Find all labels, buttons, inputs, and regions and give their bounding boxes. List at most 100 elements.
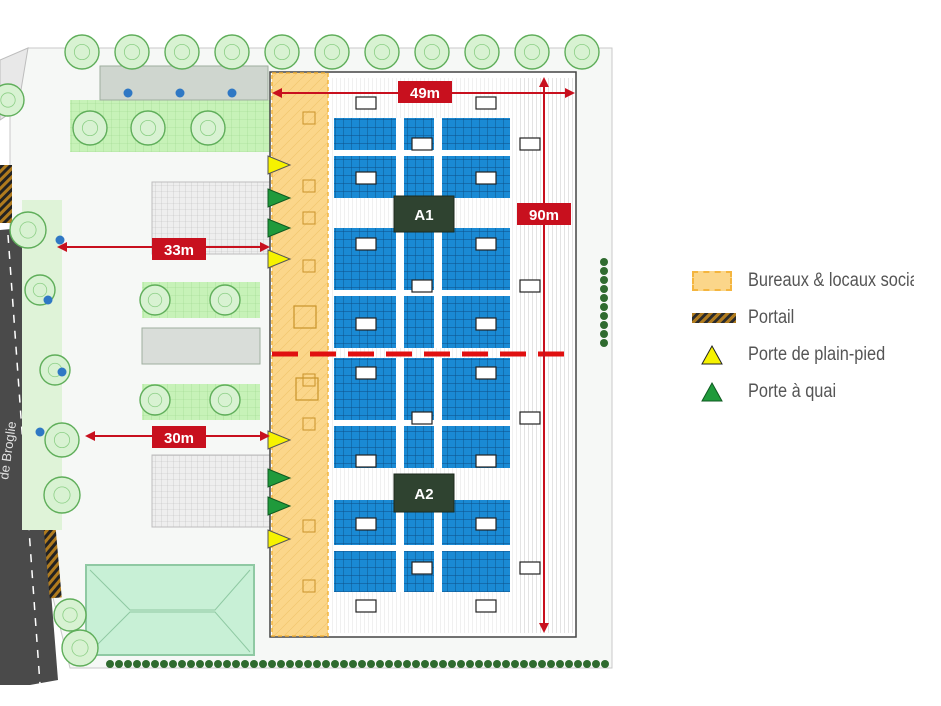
skylight: [355, 237, 377, 251]
tree: [139, 384, 171, 416]
skylight: [411, 411, 433, 425]
cell-label-a1-text: A1: [414, 207, 433, 224]
tree: [53, 598, 87, 632]
hedge: [511, 660, 519, 668]
cell-label-a2-text: A2: [414, 486, 433, 503]
hedge: [457, 660, 465, 668]
hedge: [394, 660, 402, 668]
hedge: [538, 660, 546, 668]
dimension-parking-north: 33m: [57, 238, 270, 260]
tree: [464, 34, 500, 70]
office-room: [295, 377, 319, 401]
parking-south: [151, 454, 271, 528]
office-rooms: [293, 111, 319, 593]
cell-label-a1: A1: [393, 195, 455, 233]
hedge: [600, 276, 608, 284]
hedge: [196, 660, 204, 668]
tree: [364, 34, 400, 70]
legend-label-quai: Porte à quai: [748, 380, 837, 402]
hedge: [331, 660, 339, 668]
shrub: [123, 88, 133, 98]
hedge: [493, 660, 501, 668]
aisle: [334, 150, 510, 156]
aisle: [396, 358, 404, 468]
skylight: [355, 517, 377, 531]
hedge: [160, 660, 168, 668]
hedge: [520, 660, 528, 668]
door-quai: [267, 218, 292, 238]
hedge: [583, 660, 591, 668]
tree: [114, 34, 150, 70]
hedge: [484, 660, 492, 668]
hedge: [268, 660, 276, 668]
office-room: [302, 179, 316, 193]
aisle: [434, 228, 442, 348]
office-room: [302, 259, 316, 273]
hedge: [214, 660, 222, 668]
hedge: [529, 660, 537, 668]
tree: [61, 629, 99, 667]
tree: [139, 284, 171, 316]
hedge: [601, 660, 609, 668]
skylight: [355, 599, 377, 613]
hedge: [600, 303, 608, 311]
office-room: [302, 211, 316, 225]
rack-block: [334, 118, 510, 198]
tree: [164, 34, 200, 70]
tree: [564, 34, 600, 70]
legend-item-plain-pied: Porte de plain-pied: [690, 336, 941, 373]
hedge: [142, 660, 150, 668]
tree: [9, 211, 47, 249]
hedge: [232, 660, 240, 668]
legend: Bureaux & locaux sociaux Portail Porte d…: [690, 262, 941, 410]
legend-item-bureaux: Bureaux & locaux sociaux: [690, 262, 941, 299]
hedge: [124, 660, 132, 668]
yellow-triangle-icon: [690, 344, 736, 366]
hedge: [600, 312, 608, 320]
door-quai: [267, 188, 292, 208]
hedge: [600, 258, 608, 266]
hedge: [277, 660, 285, 668]
gate-south: [42, 511, 62, 599]
tree: [209, 384, 241, 416]
hedge: [187, 660, 195, 668]
hedge: [556, 660, 564, 668]
hedge: [547, 660, 555, 668]
hedge: [349, 660, 357, 668]
hedge: [600, 267, 608, 275]
hedge: [367, 660, 375, 668]
hedge: [151, 660, 159, 668]
green-median-2: [141, 327, 261, 365]
door-plain-pied: [267, 155, 292, 175]
tree: [64, 34, 100, 70]
trees: [0, 34, 609, 668]
hedge: [502, 660, 510, 668]
hedge: [600, 294, 608, 302]
office-room: [302, 417, 316, 431]
hedge: [592, 660, 600, 668]
hedge: [565, 660, 573, 668]
office-room: [302, 579, 316, 593]
shrub: [43, 295, 53, 305]
door-plain-pied: [267, 529, 292, 549]
skylight: [519, 561, 541, 575]
skylight: [519, 279, 541, 293]
skylight: [519, 137, 541, 151]
dimension-width: 49m: [272, 81, 575, 103]
legend-label-portail: Portail: [748, 306, 795, 328]
hedge: [412, 660, 420, 668]
skylight: [475, 317, 497, 331]
hedge: [241, 660, 249, 668]
skylight: [355, 96, 377, 110]
hedge: [600, 339, 608, 347]
hedge: [304, 660, 312, 668]
hedge: [439, 660, 447, 668]
hedge: [340, 660, 348, 668]
hedge: [600, 285, 608, 293]
dimension-length: 90m: [517, 77, 571, 633]
hedge: [421, 660, 429, 668]
hedge: [600, 330, 608, 338]
tree: [214, 34, 250, 70]
shrub: [57, 367, 67, 377]
dimension-length-label: 90m: [529, 207, 559, 224]
